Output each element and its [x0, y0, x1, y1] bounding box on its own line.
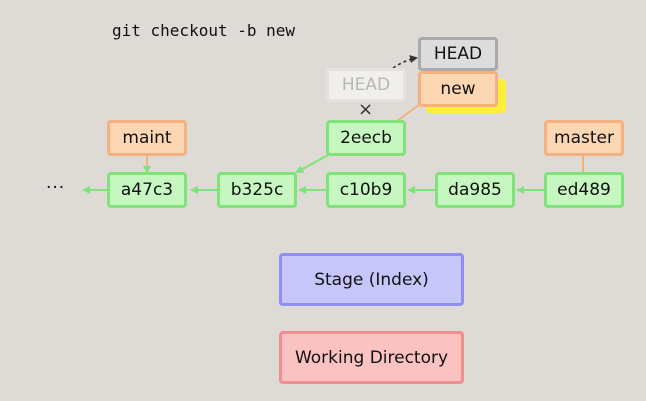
- working-directory-area: Working Directory: [279, 331, 464, 384]
- head-current: HEAD: [418, 37, 498, 71]
- stage-area: Stage (Index): [279, 253, 464, 306]
- commit-2eecb: 2eecb: [326, 120, 406, 156]
- edge-head-move: [392, 55, 418, 69]
- commit-c10b9: c10b9: [326, 172, 406, 208]
- edge-new-2eecb: [396, 103, 421, 122]
- commit-da985: da985: [435, 172, 515, 208]
- branch-master: master: [544, 120, 624, 156]
- edge-2eecb-b325c: [295, 154, 329, 173]
- ellipsis: ···: [46, 178, 66, 198]
- commit-ed489: ed489: [544, 172, 624, 208]
- commit-b325c: b325c: [217, 172, 297, 208]
- removed-marker: ×: [358, 99, 374, 120]
- branch-new: new: [418, 71, 498, 107]
- head-old: HEAD: [326, 68, 406, 102]
- commit-a47c3: a47c3: [107, 172, 187, 208]
- command-text: git checkout -b new: [112, 21, 296, 40]
- branch-maint: maint: [107, 120, 187, 156]
